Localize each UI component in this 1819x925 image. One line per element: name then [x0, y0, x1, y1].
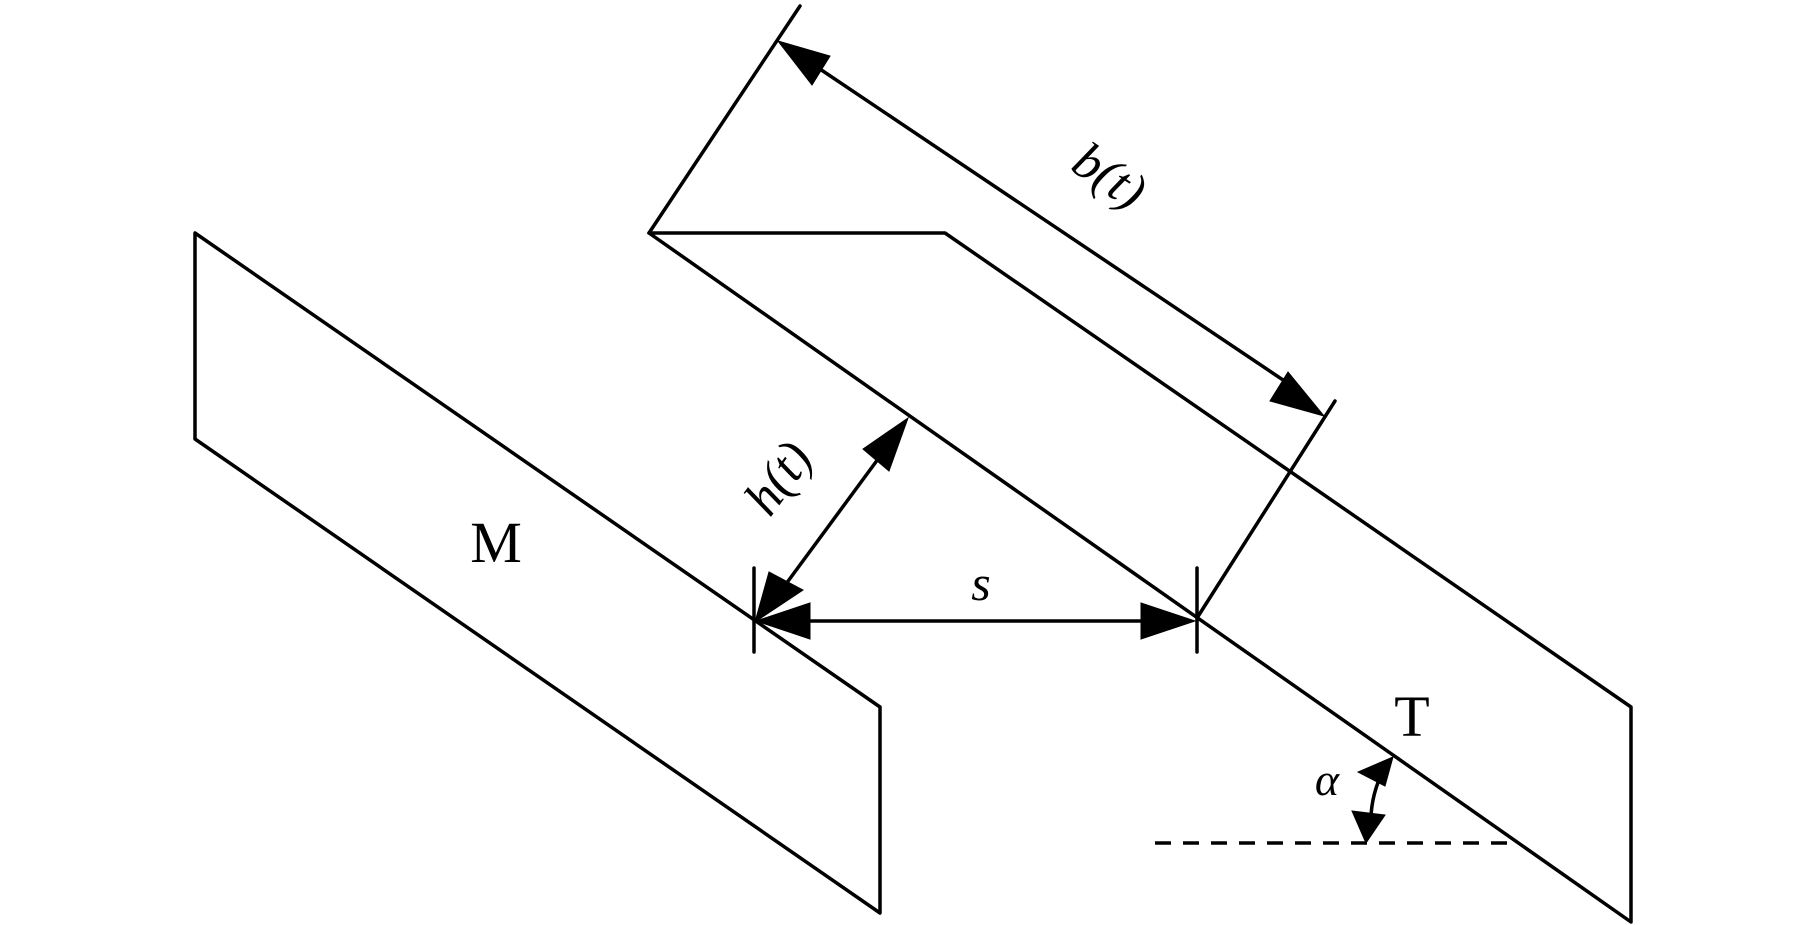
angle-alpha: [1351, 756, 1394, 845]
s-dimension: [752, 566, 1199, 654]
label-plate-m: M: [470, 510, 522, 575]
h-arrowhead-top: [862, 416, 909, 472]
b-arrowhead-top: [776, 40, 831, 86]
b-extension-top: [647, 4, 802, 235]
plate-t: [647, 231, 1633, 924]
b-dimension-line: [803, 57, 1297, 390]
s-arrowhead-left: [754, 602, 811, 640]
h-dimension: [754, 416, 909, 624]
h-arrowhead-bottom: [754, 571, 804, 624]
label-b-of-t: b(t): [1062, 132, 1156, 221]
angle-arrowhead-bottom: [1351, 810, 1386, 845]
b-arrowhead-bottom: [1269, 371, 1326, 417]
plate-m: [193, 231, 882, 915]
label-plate-t: T: [1394, 684, 1429, 749]
plate-t-top-edge: [647, 231, 1633, 924]
b-dimension: [776, 40, 1326, 417]
label-h-of-t: h(t): [734, 431, 824, 525]
plate-m-outline: [193, 231, 882, 915]
h-dimension-line: [781, 453, 883, 590]
label-spacing: s: [971, 555, 990, 611]
label-angle: α: [1315, 754, 1340, 805]
s-arrowhead-right: [1140, 602, 1197, 640]
angle-arrowhead-top: [1356, 756, 1394, 787]
b-extension-bottom: [1195, 399, 1337, 620]
